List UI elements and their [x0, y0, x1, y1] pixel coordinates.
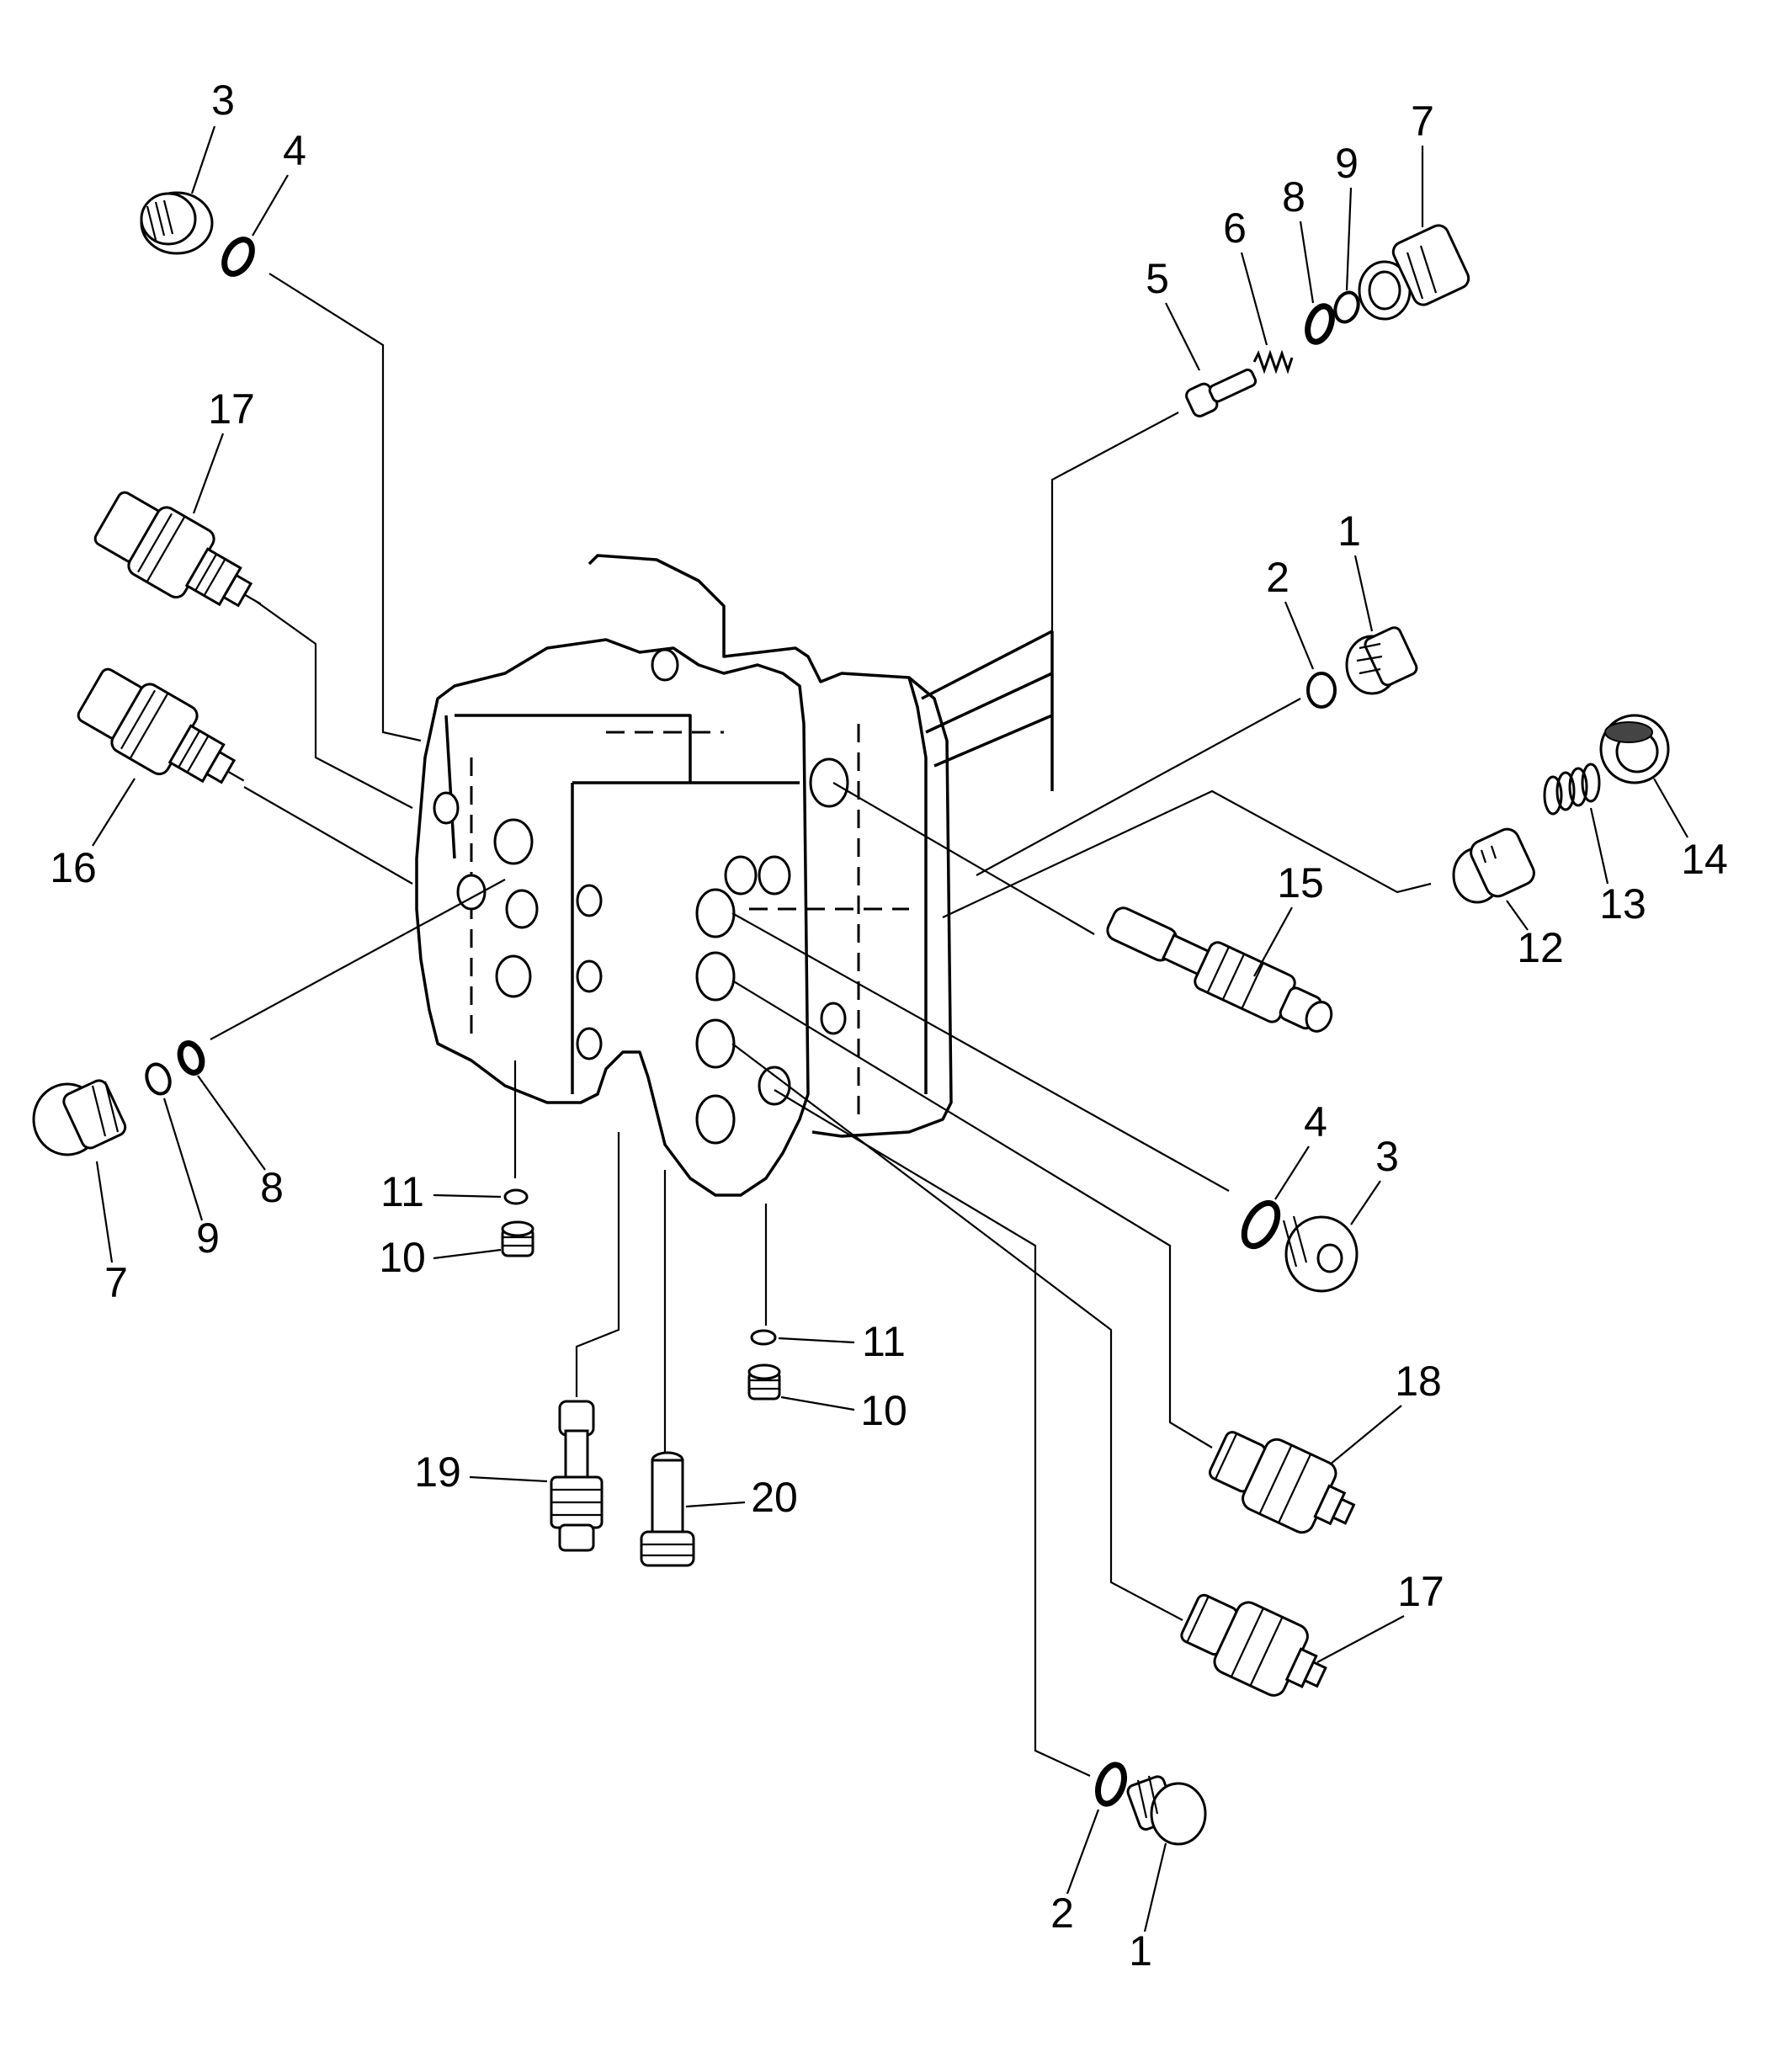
callout-19: 19 — [414, 1448, 461, 1496]
callout-16: 16 — [50, 844, 97, 891]
valve-20 — [640, 1451, 695, 1567]
callout-10: 10 — [379, 1234, 426, 1281]
cap-14 — [1599, 714, 1670, 784]
plug-10-left — [501, 1220, 534, 1257]
callout-7: 7 — [104, 1259, 128, 1306]
callout-5: 5 — [1146, 255, 1169, 302]
callout-15: 15 — [1277, 859, 1324, 906]
oring-8-left — [177, 1040, 205, 1076]
washer-11-right — [750, 1329, 777, 1346]
ring-2-top — [1306, 672, 1337, 709]
spool-15 — [1106, 906, 1333, 1033]
callout-1: 1 — [1129, 1927, 1152, 1975]
plug-3-top — [140, 191, 214, 255]
callout-8: 8 — [1282, 173, 1305, 221]
piston-12 — [1452, 827, 1535, 904]
plug-7-top — [1358, 224, 1470, 321]
plug-7-left — [32, 1079, 127, 1156]
callout-17: 17 — [1397, 1568, 1444, 1615]
spring-6 — [1252, 349, 1294, 375]
plug-1-top — [1345, 626, 1418, 695]
washer-9-left — [145, 1062, 172, 1096]
washer-9-top — [1333, 290, 1360, 324]
callout-14: 14 — [1681, 836, 1728, 883]
spring-13 — [1543, 763, 1601, 816]
oring-8-top — [1305, 303, 1335, 345]
callout-18: 18 — [1395, 1358, 1442, 1405]
callout-2: 2 — [1266, 554, 1289, 601]
valve-body — [415, 554, 1054, 1197]
callout-13: 13 — [1599, 880, 1646, 928]
callout-1: 1 — [1337, 508, 1361, 555]
callout-11: 11 — [380, 1168, 424, 1215]
callout-20: 20 — [751, 1474, 798, 1521]
callout-3: 3 — [211, 77, 235, 124]
callout-17: 17 — [208, 385, 255, 433]
washer-11-left — [503, 1188, 529, 1205]
callout-7: 7 — [1411, 98, 1434, 145]
leader-lines — [210, 273, 1432, 1777]
valve-16 — [77, 667, 245, 784]
poppet-5 — [1185, 368, 1258, 417]
plug-1-bottom — [1126, 1775, 1207, 1846]
callout-12: 12 — [1517, 924, 1564, 971]
valve-18 — [1208, 1431, 1356, 1534]
valve-17-bottom — [1180, 1593, 1327, 1697]
callout-11: 11 — [862, 1318, 906, 1365]
callout-6: 6 — [1223, 205, 1247, 252]
callout-9: 9 — [196, 1215, 220, 1262]
parts — [32, 191, 1670, 1846]
callout-10: 10 — [860, 1387, 907, 1434]
callout-3: 3 — [1375, 1133, 1399, 1180]
callout-4: 4 — [283, 127, 306, 174]
valve-19 — [550, 1400, 604, 1552]
callout-4: 4 — [1304, 1098, 1327, 1145]
callout-2: 2 — [1050, 1890, 1074, 1937]
plug-3-right — [1282, 1215, 1359, 1293]
ring-2-bottom — [1094, 1762, 1128, 1807]
oring-4-top — [221, 237, 255, 277]
valve-17-top — [93, 491, 262, 608]
plug-10-right — [747, 1363, 781, 1401]
callout-9: 9 — [1335, 140, 1359, 187]
callouts: 3 4 17 16 7 9 8 5 6 8 9 7 1 2 12 13 14 1… — [50, 77, 1728, 1975]
oring-4-right — [1241, 1199, 1281, 1250]
callout-8: 8 — [260, 1164, 284, 1211]
